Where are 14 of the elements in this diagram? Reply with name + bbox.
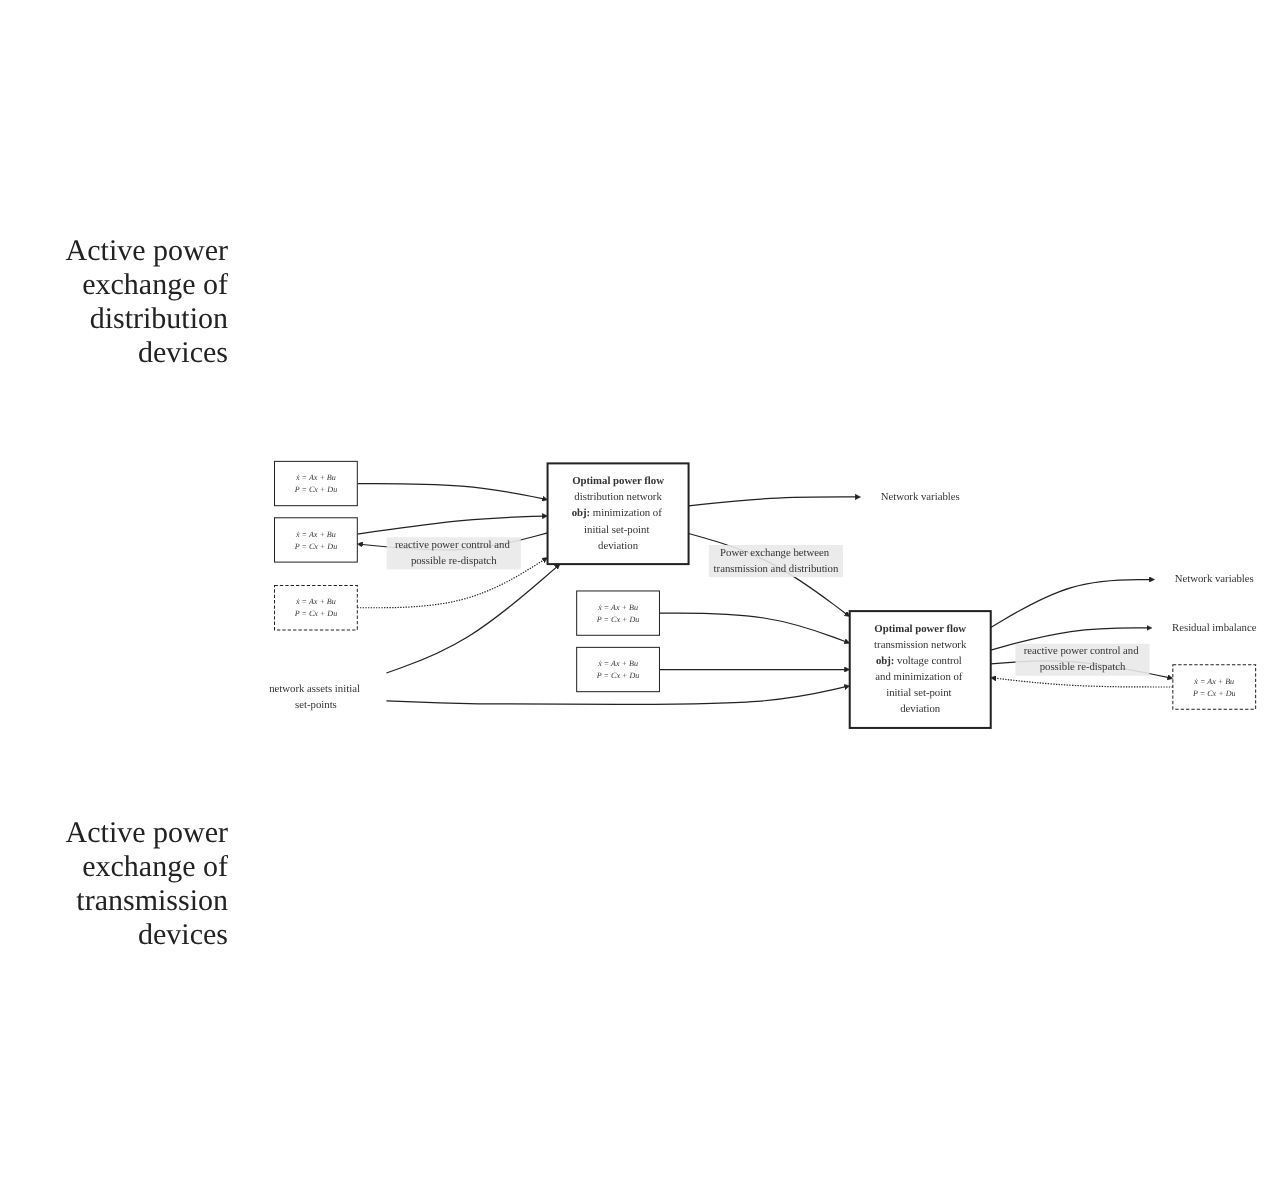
side-label: Active power exchange of distribution devices [63, 235, 228, 372]
arrow [356, 513, 548, 535]
arrow [356, 483, 548, 502]
arrow [658, 612, 850, 645]
arrow [990, 675, 1174, 688]
arrow [990, 625, 1153, 652]
arrow [990, 576, 1155, 629]
arrow [658, 666, 850, 673]
side-label: Active power exchange of transmission devices [63, 818, 228, 955]
arrow [687, 494, 861, 507]
arrow [687, 533, 850, 618]
arrow [385, 564, 561, 674]
arrow [385, 684, 850, 706]
arrow [356, 557, 548, 609]
